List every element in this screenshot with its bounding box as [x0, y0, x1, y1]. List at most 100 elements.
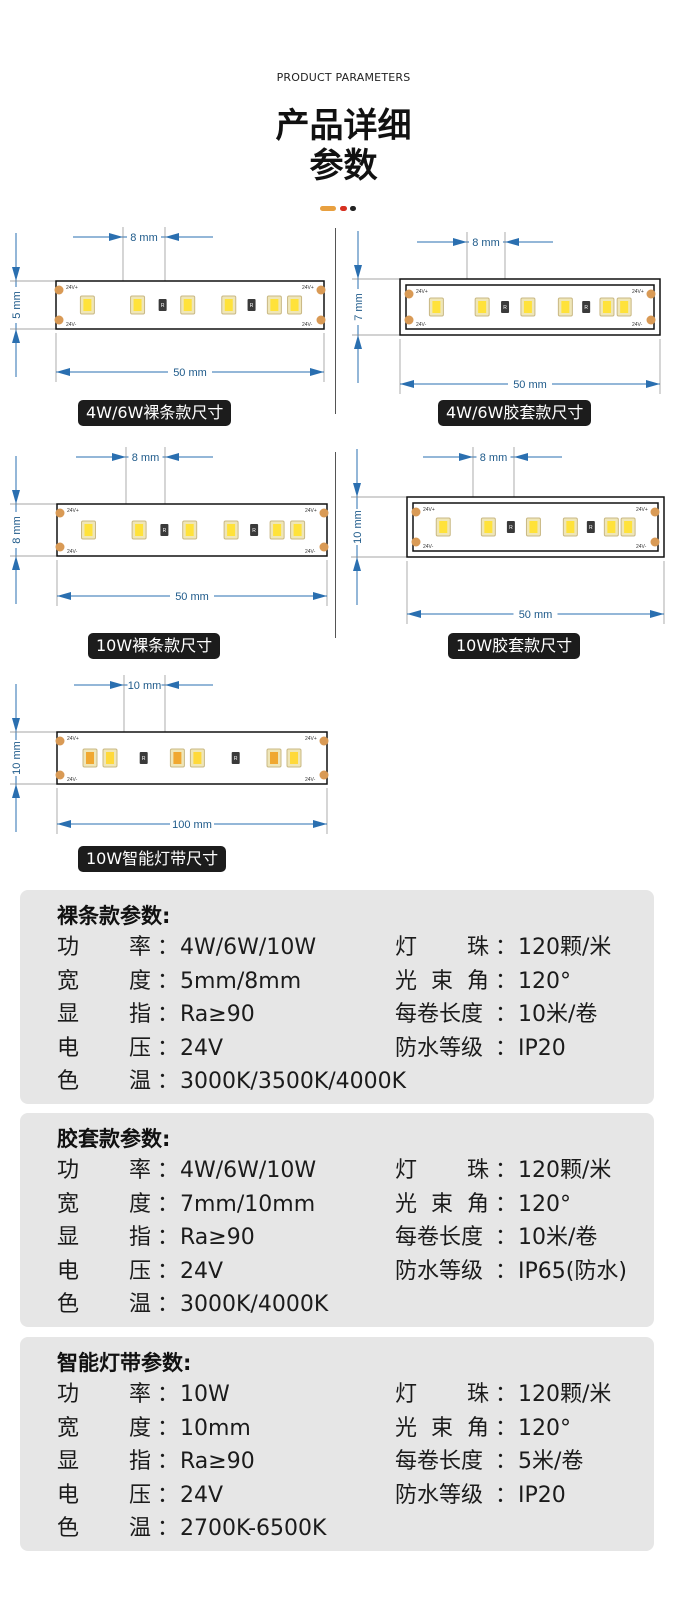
pitch-label: 8 mm [130, 232, 158, 244]
diagram-caption: 10W智能灯带尺寸 [78, 846, 227, 872]
spec-value-voltage: 24V [180, 1035, 224, 1061]
spec-row-waterproof: 防水等级： IP65(防水) [395, 1256, 650, 1288]
spec-colon: ： [157, 1415, 180, 1441]
spec-row-voltage: 电压：24V [57, 1480, 387, 1512]
diagram-caption: 10W裸条款尺寸 [88, 633, 221, 659]
led-chip-phosphor [133, 299, 142, 311]
spec-colon: ： [495, 968, 518, 994]
spec-row-voltage: 电压：24V [57, 1256, 387, 1288]
polarity-plus-label: 24V+ [66, 285, 78, 291]
spec-label-char: 束 [431, 968, 454, 994]
pitch-label: 8 mm [480, 452, 508, 464]
spec-label-char: 压 [129, 1258, 152, 1284]
dot-orange [320, 206, 336, 211]
spec-colon: ： [495, 1225, 518, 1250]
spec-label-char: 灯 [395, 1158, 418, 1183]
polarity-plus-label: 24V+ [423, 507, 435, 513]
led-chip-phosphor [607, 521, 616, 533]
led-chip-phosphor [270, 299, 279, 311]
spec-label-char: 防水等级 [395, 1258, 484, 1284]
spec-colon: ： [157, 1035, 180, 1061]
panel-title: 智能灯带参数: [57, 1351, 192, 1375]
spec-label-char: 角 [467, 1191, 490, 1217]
length-label-bg [170, 816, 214, 830]
solder-pad [316, 315, 326, 325]
resistor [158, 299, 167, 311]
width-label-bg [9, 287, 23, 323]
spec-value-voltage: 24V [180, 1482, 224, 1508]
led-chip-phosphor [624, 521, 633, 533]
panel-title: 裸条款参数: [57, 904, 171, 928]
spec-label-char: 宽 [57, 968, 80, 994]
solder-pad [316, 285, 326, 295]
spec-value-cct: 3000K/4000K [180, 1292, 329, 1317]
led-yellow-phosphor [193, 752, 202, 764]
length-label: 50 mm [173, 367, 207, 379]
panel-title: 胶套款参数: [57, 1127, 171, 1151]
spec-colon: ： [495, 1449, 518, 1474]
spec-row-roll: 每卷长度：5米/卷 [395, 1446, 650, 1478]
resistor [582, 301, 591, 313]
resistor-label: R [589, 525, 593, 531]
spec-row-cct: 色温：3000K/4000K [57, 1289, 387, 1321]
polarity-plus-label: 24V+ [67, 736, 79, 742]
solder-pad [54, 285, 64, 295]
spec-label-char: 温 [129, 1292, 152, 1317]
spec-row-beam: 光束角：120° [395, 1413, 650, 1445]
led-chip-phosphor [224, 299, 233, 311]
spec-value-beam: 120° [518, 1415, 571, 1441]
spec-value-width: 10mm [180, 1415, 251, 1441]
spec-label-char: 度 [129, 1415, 152, 1441]
spec-label-char: 显 [57, 1225, 80, 1250]
length-label-bg [508, 376, 552, 390]
led-amber-phosphor [173, 752, 182, 764]
spec-label-char: 束 [431, 1415, 454, 1441]
spec-row-roll: 每卷长度：10米/卷 [395, 1222, 650, 1254]
polarity-minus-label: 24V- [423, 544, 434, 550]
led-chip-phosphor [135, 524, 144, 536]
width-arrow-bottom [354, 335, 362, 349]
resistor-label: R [503, 305, 507, 311]
solder-pad [319, 770, 329, 780]
spec-value-waterproof: IP20 [518, 1035, 566, 1061]
width-arrow-top [12, 267, 20, 281]
spec-row-waterproof: 防水等级： IP20 [395, 1480, 650, 1512]
width-arrow-top [353, 483, 361, 497]
pitch-label-bg [469, 234, 503, 248]
spec-label-char: 珠 [467, 1382, 490, 1407]
led-chip-phosphor [185, 524, 194, 536]
spec-value-beam: 120° [518, 1191, 571, 1217]
spec-colon: ： [157, 1158, 180, 1183]
pitch-arrow-left [110, 681, 124, 689]
width-label: 8 mm [11, 516, 23, 544]
column-divider [335, 452, 336, 638]
solder-pad [319, 542, 329, 552]
spec-colon: ： [157, 1258, 180, 1284]
spec-row-cri: 显指：Ra≥90 [57, 1446, 387, 1478]
spec-row-power: 功率：4W/6W/10W [57, 932, 387, 964]
spec-value-cri: Ra≥90 [180, 1225, 255, 1250]
spec-value-beads: 120颗/米 [518, 935, 612, 960]
spec-label-char: 率 [129, 1158, 152, 1183]
led-yellow-phosphor [290, 752, 298, 764]
spec-value-roll: 10米/卷 [518, 1225, 598, 1250]
column-divider [335, 228, 336, 414]
polarity-plus-label: 24V+ [67, 508, 79, 514]
spec-label-char: 电 [57, 1482, 80, 1508]
spec-colon: ： [495, 1258, 518, 1284]
length-arrow-right [313, 820, 327, 828]
spec-label-char: 功 [57, 935, 80, 960]
pitch-arrow-right [505, 238, 519, 246]
resistor [501, 301, 510, 313]
solder-pad [411, 537, 421, 547]
spec-value-cri: Ra≥90 [180, 1002, 255, 1027]
polarity-minus-label: 24V- [302, 322, 313, 328]
width-label: 5 mm [11, 291, 23, 319]
length-arrow-right [646, 380, 660, 388]
spec-row-power: 功率：4W/6W/10W [57, 1155, 387, 1187]
length-arrow-right [313, 592, 327, 600]
spec-label-char: 防水等级 [395, 1482, 484, 1508]
spec-colon: ： [495, 1191, 518, 1217]
dot-red [340, 206, 347, 211]
